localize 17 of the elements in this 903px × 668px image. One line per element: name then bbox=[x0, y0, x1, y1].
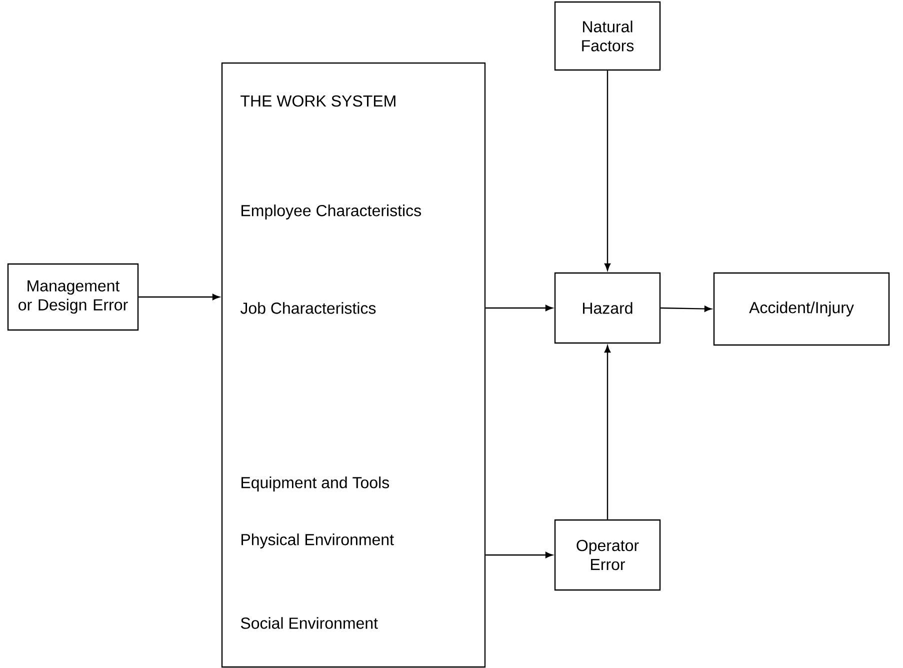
list-item: Job Characteristics bbox=[240, 302, 376, 314]
arrow bbox=[486, 552, 553, 558]
list-item: Equipment and Tools bbox=[242, 476, 390, 492]
process-box: Management or Design Error bbox=[7, 263, 139, 331]
process-box: Operator Error bbox=[554, 519, 661, 591]
process-box: Hazard bbox=[554, 272, 661, 344]
arrow bbox=[660, 306, 712, 312]
arrow bbox=[486, 304, 553, 312]
list-item: Employee Characteristics bbox=[242, 204, 421, 220]
arrow bbox=[138, 294, 220, 300]
arrow bbox=[604, 70, 611, 271]
heading: THE WORK SYSTEM bbox=[240, 95, 396, 107]
list-item: Physical Environment bbox=[242, 534, 394, 548]
arrow bbox=[604, 345, 611, 520]
list-item: Social Environment bbox=[240, 617, 378, 629]
process-box: Natural Factors bbox=[554, 1, 661, 71]
process-box: Accident/Injury bbox=[713, 272, 890, 346]
